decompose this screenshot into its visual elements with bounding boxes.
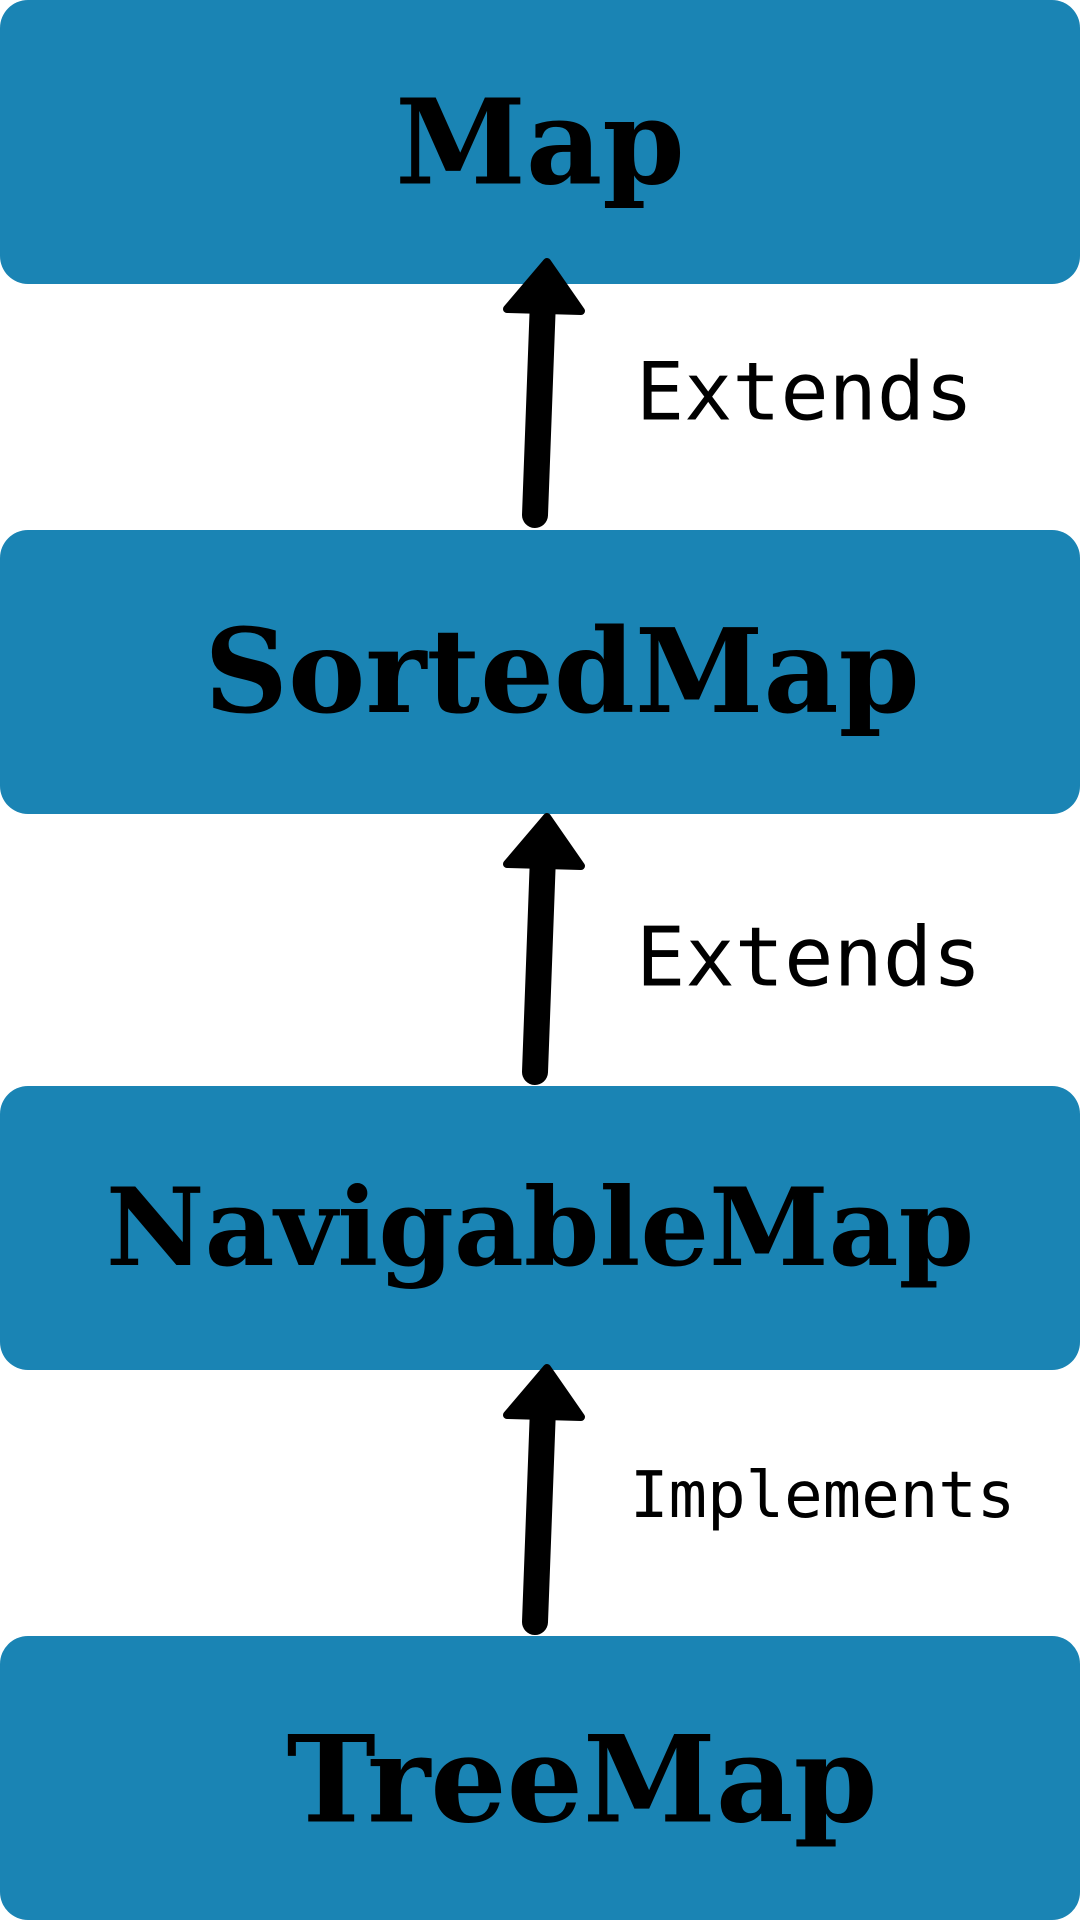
arrow-shaft	[522, 1395, 556, 1635]
edge-label-implements: Implements	[630, 1459, 1015, 1533]
arrow-head-icon	[503, 813, 585, 870]
edge-treemap-to-navigablemap: Implements	[503, 1364, 1015, 1635]
node-sortedmap-label: SortedMap	[204, 604, 919, 740]
node-treemap: TreeMap	[0, 1636, 1080, 1920]
arrow-shaft	[522, 843, 556, 1085]
node-map-label: Map	[395, 73, 685, 212]
node-treemap-label: TreeMap	[287, 1710, 878, 1851]
arrow-head-icon	[503, 258, 585, 315]
node-navigablemap: NavigableMap	[0, 1086, 1080, 1370]
edge-label-extends-1: Extends	[636, 346, 973, 439]
arrow-head-icon	[503, 1364, 585, 1421]
arrow-shaft	[522, 287, 556, 528]
node-sortedmap: SortedMap	[0, 530, 1080, 814]
node-navigablemap-label: NavigableMap	[106, 1165, 974, 1291]
edge-label-extends-2: Extends	[636, 911, 982, 1006]
node-map: Map	[0, 0, 1080, 284]
edge-navigablemap-to-sortedmap: Extends	[503, 813, 982, 1085]
edge-sortedmap-to-map: Extends	[503, 258, 973, 528]
